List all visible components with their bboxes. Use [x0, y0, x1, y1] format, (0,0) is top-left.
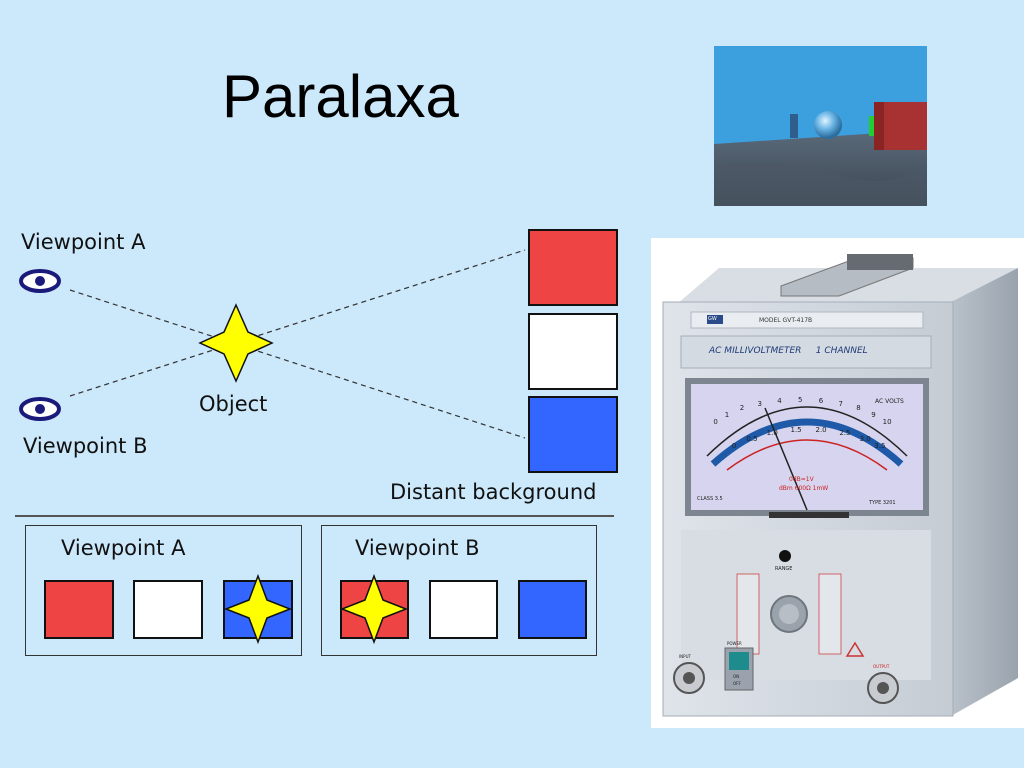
- background-white-square: [528, 313, 618, 390]
- meter-power-label: POWER: [727, 641, 742, 646]
- meter-off-label: OFF: [733, 681, 741, 686]
- eye-icon-a: [19, 269, 61, 293]
- meter-dbm-note: dBm 600Ω 1mW: [779, 485, 829, 492]
- background-blue-square: [528, 396, 618, 473]
- meter-scale-title: AC VOLTS: [875, 398, 904, 405]
- meter-output-label: OUTPUT: [873, 664, 890, 669]
- viewpoint-a-label: Viewpoint A: [21, 230, 146, 254]
- meter-panel-title: AC MILLIVOLTMETER 1 CHANNEL: [709, 346, 868, 356]
- meter-brand: GW: [708, 316, 717, 322]
- meter-class: CLASS 3.5: [697, 496, 723, 502]
- scale-mid-tick-5: 2.5: [839, 429, 851, 438]
- page-title: Paralaxa: [222, 63, 459, 130]
- scale-mid-tick-4: 2.0: [815, 426, 827, 435]
- view-a-panel: Viewpoint A: [25, 525, 302, 656]
- 3d-scene-photo: [714, 46, 927, 206]
- scale-top-tick-3: 3: [757, 399, 763, 408]
- meter-model: MODEL GVT-417B: [759, 317, 813, 324]
- scale-top-tick-0: 0: [713, 417, 718, 426]
- scale-top-tick-10: 10: [882, 417, 892, 426]
- eye-icon-b: [19, 397, 61, 421]
- scale-top-tick-6: 6: [818, 396, 824, 405]
- meter-range-label: RANGE: [775, 566, 793, 572]
- object-star: [198, 303, 274, 383]
- view-b-panel: Viewpoint B: [321, 525, 597, 656]
- scale-top-tick-4: 4: [777, 396, 782, 405]
- meter-on-label: ON: [733, 674, 740, 679]
- scale-mid-tick-7: 3.5: [874, 442, 886, 451]
- scale-mid-tick-3: 1.5: [790, 426, 802, 435]
- background-red-square: [528, 229, 618, 306]
- viewpoint-b-label: Viewpoint B: [23, 434, 148, 458]
- meter-input-label: INPUT: [679, 654, 691, 659]
- scale-top-tick-5: 5: [798, 396, 803, 404]
- scale-top-tick-1: 1: [724, 410, 730, 419]
- view-b-title: Viewpoint B: [355, 536, 480, 560]
- parallax-diagram: [0, 0, 640, 520]
- scale-mid-tick-6: 3.0: [859, 434, 871, 443]
- millivoltmeter-photo: GW MODEL GVT-417B AC MILLIVOLTMETER 1 CH…: [651, 238, 1024, 728]
- scale-top-tick-2: 2: [739, 404, 745, 413]
- scale-top-tick-7: 7: [838, 399, 843, 408]
- scale-mid-tick-0: 0: [731, 442, 737, 451]
- scale-top-tick-8: 8: [856, 404, 861, 413]
- meter-db-note: 0dB=1V: [789, 476, 814, 483]
- scale-mid-tick-2: 1.0: [766, 429, 778, 438]
- scale-mid-tick-1: 0.5: [746, 434, 758, 443]
- background-label: Distant background: [390, 480, 597, 504]
- object-label: Object: [199, 392, 268, 416]
- view-a-title: Viewpoint A: [61, 536, 186, 560]
- scale-top-tick-9: 9: [871, 410, 876, 419]
- meter-type: TYPE 3201: [869, 500, 896, 506]
